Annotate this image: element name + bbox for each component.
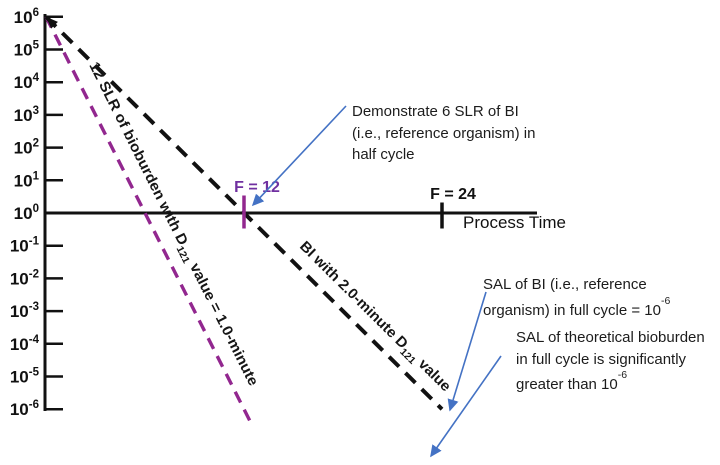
annotation-line: half cycle bbox=[352, 146, 415, 163]
y-tick-label: 10-6 bbox=[10, 399, 39, 419]
annotation-line: in full cycle is significantly bbox=[516, 350, 687, 368]
y-tick-label: 103 bbox=[14, 105, 39, 125]
arrow-sal-bioburden bbox=[430, 355, 502, 458]
arrow-sal-bi bbox=[447, 291, 487, 412]
annotation-line: SAL of BI (i.e., reference bbox=[483, 276, 647, 293]
bi-line-arrowhead bbox=[46, 16, 58, 29]
y-tick-label: 105 bbox=[14, 40, 40, 60]
y-tick-label: 10-4 bbox=[10, 334, 40, 354]
y-tick-label: 104 bbox=[14, 72, 40, 92]
annotation-line: SAL of theoretical bioburden bbox=[516, 329, 705, 346]
process-time-label: Process Time bbox=[463, 213, 566, 232]
bi-line-label: BI with 2.0-minute D121 value bbox=[294, 238, 454, 397]
y-tick-label: 10-2 bbox=[10, 268, 39, 288]
annotation-half-cycle: Demonstrate 6 SLR of BI (i.e., reference … bbox=[352, 101, 547, 166]
y-tick-label: 101 bbox=[14, 170, 40, 190]
bioburden-line bbox=[44, 16, 253, 425]
annotation-line: Demonstrate 6 SLR of BI bbox=[352, 103, 519, 120]
f12-label: F = 12 bbox=[234, 179, 280, 196]
y-tick-label: 100 bbox=[14, 203, 39, 223]
bioburden-line-label: 12 SLR of bioburden with D121 value = 1.… bbox=[83, 60, 261, 390]
y-tick-label: 106 bbox=[14, 7, 39, 27]
y-tick-label: 102 bbox=[14, 138, 39, 158]
arrow-half-cycle bbox=[251, 105, 347, 207]
f24-label: F = 24 bbox=[430, 186, 476, 203]
y-tick-label: 10-1 bbox=[10, 236, 40, 256]
y-tick-label: 10-5 bbox=[10, 367, 40, 387]
annotation-sal-bioburden: SAL of theoretical bioburden in full cycl… bbox=[516, 327, 716, 396]
annotation-line: organism) in full cycle = 10-6 bbox=[483, 294, 671, 319]
annotation-line: (i.e., reference organism) in bbox=[352, 124, 536, 142]
y-tick-label: 10-3 bbox=[10, 301, 39, 321]
annotation-line: greater than 10-6 bbox=[516, 369, 628, 393]
